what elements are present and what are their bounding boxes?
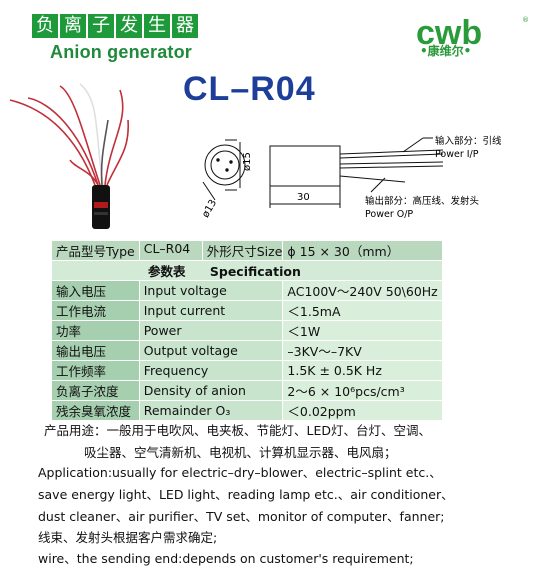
title-chinese: 负 离 子 发 生 器 — [32, 14, 198, 38]
technical-drawing: ø15 ø13 30 输入部分：引线 Power I/P 输出部分：高压线、发射… — [200, 135, 502, 220]
model-number: CL–R04 — [183, 70, 316, 108]
table-header-row: 产品型号Type CL–R04 外形尺寸Size ϕ 15 × 30（mm） — [52, 241, 442, 261]
logo-chinese: •康维尔• — [420, 44, 472, 58]
row-value: ＜1W — [282, 320, 442, 341]
row-cn: 工作频率 — [52, 360, 140, 381]
table-row: 工作频率 Frequency 1.5K ± 0.5K Hz — [52, 360, 442, 381]
app-line-en-1: Application:usually for electric–dry–blo… — [38, 465, 442, 480]
size-value: ϕ 15 × 30（mm） — [282, 241, 442, 261]
row-en: Frequency — [139, 360, 284, 381]
input-cn-label: 输入部分：引线 — [435, 135, 502, 147]
spec-table: 产品型号Type CL–R04 外形尺寸Size ϕ 15 × 30（mm） 参… — [52, 241, 442, 421]
title-char: 离 — [58, 14, 86, 38]
title-char: 生 — [142, 14, 170, 38]
row-en: Remainder O₃ — [139, 400, 284, 421]
size-label: 外形尺寸Size — [206, 244, 283, 259]
title-char: 器 — [170, 14, 198, 38]
diameter-15-label: ø15 — [242, 152, 253, 171]
table-row: 功率 Power ＜1W — [52, 320, 442, 341]
table-row: 负离子浓度 Density of anion 2～6 × 10⁶pcs/cm³ — [52, 380, 442, 401]
title-char: 子 — [86, 14, 114, 38]
row-cn: 负离子浓度 — [52, 380, 140, 401]
app-line-en-2: save energy light、LED light、reading lamp… — [38, 487, 454, 502]
app-line-cn-3: 线束、发射头根据客户需求确定; — [38, 530, 218, 545]
input-en-label: Power I/P — [435, 149, 479, 160]
product-photo — [9, 83, 129, 229]
type-value: CL–R04 外形尺寸Size — [139, 241, 284, 261]
row-en: Output voltage — [139, 340, 284, 361]
row-value: 2～6 × 10⁶pcs/cm³ — [282, 380, 442, 401]
row-en: Input voltage — [139, 280, 284, 301]
logo-text: cwb — [416, 14, 482, 52]
brand-logo: cwb ® — [416, 14, 529, 52]
app-line-en-4: wire、the sending end:depends on customer… — [38, 551, 414, 566]
title-english: Anion generator — [50, 42, 193, 62]
row-cn: 功率 — [52, 320, 140, 341]
row-cn: 工作电流 — [52, 300, 140, 321]
row-en: Density of anion — [139, 380, 284, 401]
row-cn: 输入电压 — [52, 280, 140, 301]
section-en: Specification — [209, 264, 301, 279]
app-line-en-3: dust cleaner、air purifier、TV set、monitor… — [38, 509, 445, 524]
app-line-cn-1: 产品用途：一般用于电吹风、电夹板、节能灯、LED灯、台灯、空调、 — [44, 423, 431, 438]
type-model: CL–R04 — [140, 241, 203, 260]
app-line-cn-2: 吸尘器、空气清新机、电视机、计算机显示器、电风扇； — [84, 445, 397, 460]
output-cn-label: 输出部分：高压线、发射头 — [365, 195, 479, 207]
row-value: ＜1.5mA — [282, 300, 442, 321]
title-char: 负 — [32, 14, 58, 38]
table-row: 工作电流 Input current ＜1.5mA — [52, 300, 442, 321]
row-en: Power — [139, 320, 284, 341]
length-label: 30 — [297, 192, 310, 203]
table-row: 输出电压 Output voltage –3KV～–7KV — [52, 340, 442, 361]
row-value: AC100V～240V 50\60Hz — [282, 280, 442, 301]
row-value: ＜0.02ppm — [282, 400, 442, 421]
table-section-row: 参数表 Specification — [52, 260, 442, 281]
row-cn: 输出电压 — [52, 340, 140, 361]
row-value: –3KV～–7KV — [282, 340, 442, 361]
table-row: 残余臭氧浓度 Remainder O₃ ＜0.02ppm — [52, 400, 442, 421]
output-en-label: Power O/P — [365, 209, 413, 220]
type-label: 产品型号Type — [52, 241, 140, 261]
diameter-13-label: ø13 — [200, 198, 219, 220]
table-row: 输入电压 Input voltage AC100V～240V 50\60Hz — [52, 280, 442, 301]
section-cn: 参数表 — [148, 264, 186, 279]
svg-text:®: ® — [522, 16, 529, 24]
title-char: 发 — [114, 14, 142, 38]
row-value: 1.5K ± 0.5K Hz — [282, 360, 442, 381]
row-en: Input current — [139, 300, 284, 321]
row-cn: 残余臭氧浓度 — [52, 400, 140, 421]
